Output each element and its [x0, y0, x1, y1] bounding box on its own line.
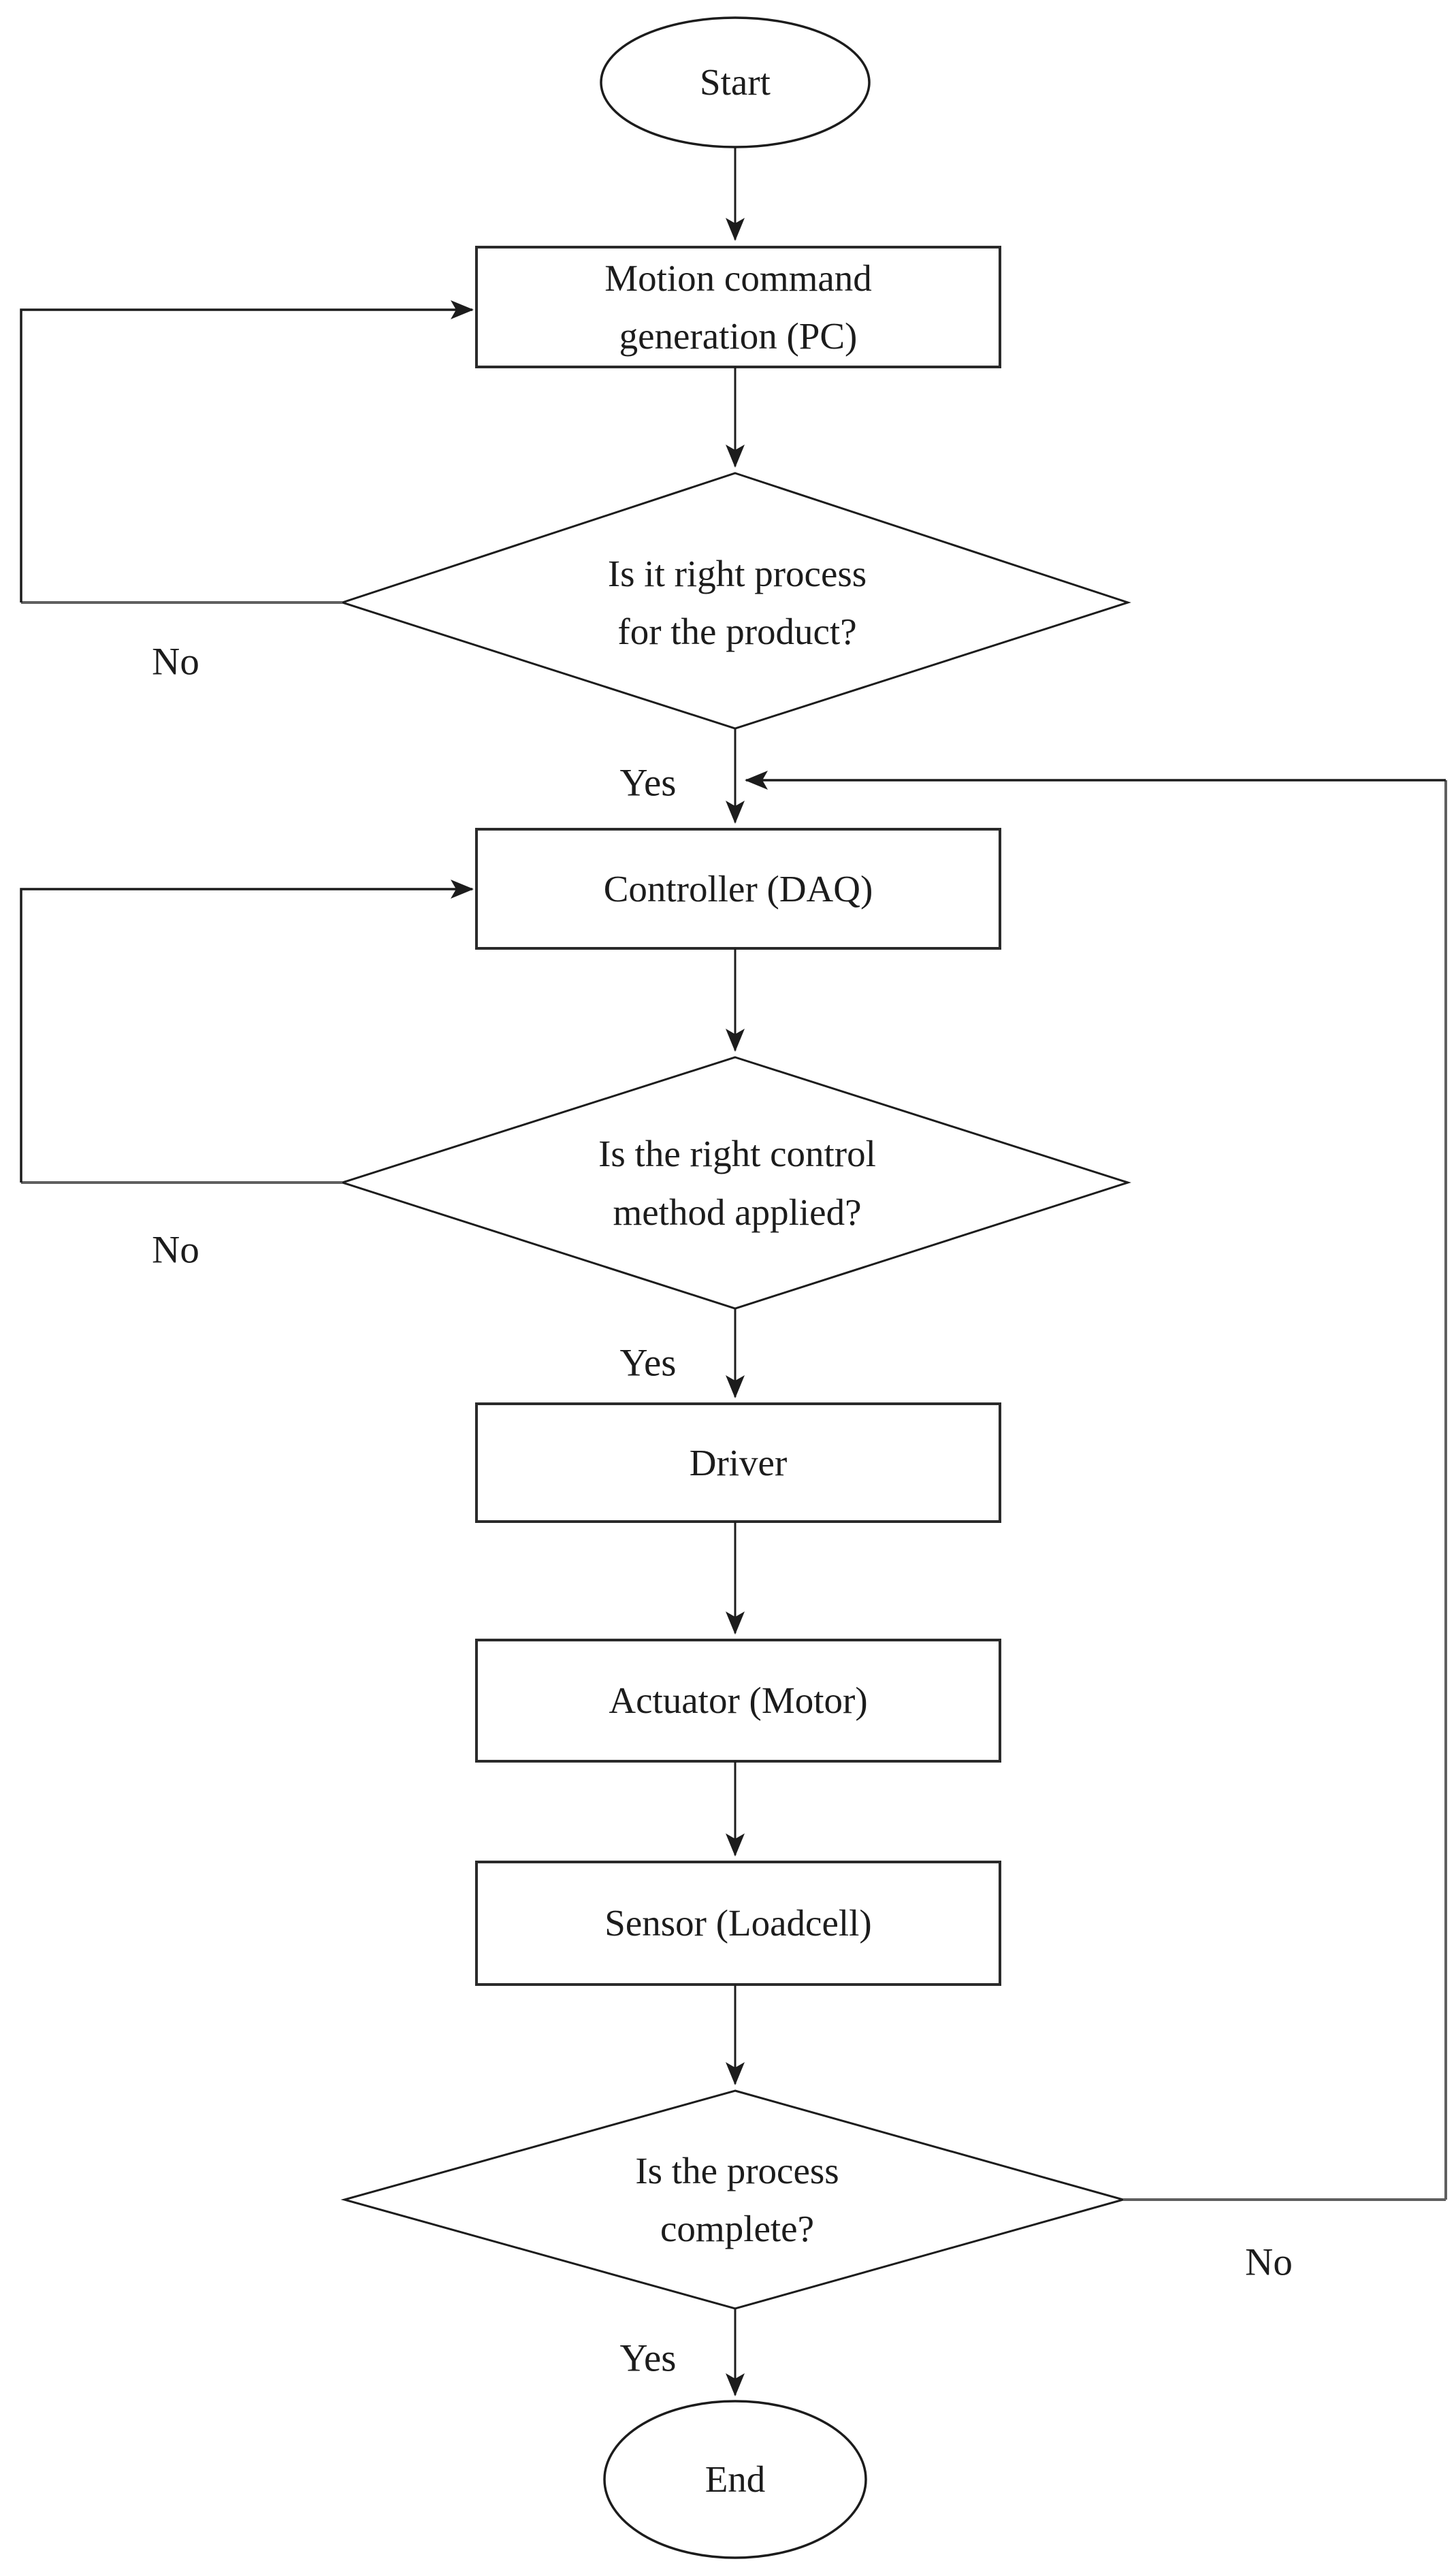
driver-label-line: Driver [689, 1441, 788, 1483]
decision2-yes-label: Yes [619, 1341, 677, 1385]
motion-command-label: Motion command generation (PC) [476, 247, 1000, 367]
actuator-box [475, 1639, 1001, 1763]
decision1-no-label: No [152, 640, 199, 684]
motion-command-label-line1: Motion command [604, 257, 872, 299]
decision2-no-loop-return-arrow [20, 880, 474, 1183]
decision2-label: Is the right control method applied? [499, 1057, 975, 1308]
controller-label: Controller (DAQ) [476, 829, 1000, 948]
decision3-label: Is the process complete? [499, 2091, 975, 2309]
motion-command-box [475, 246, 1001, 368]
actuator-label-line: Actuator (Motor) [609, 1680, 868, 1722]
decision1-label: Is it right process for the product? [499, 477, 975, 728]
controller-label-line: Controller (DAQ) [603, 867, 873, 910]
controller-box [475, 828, 1001, 950]
decision3-label-line1: Is the process [635, 2149, 839, 2191]
decision1-yes-label: Yes [619, 761, 677, 805]
end-terminator-ellipse [603, 2400, 867, 2559]
driver-label: Driver [476, 1404, 1000, 1522]
decision2-label-line1: Is the right control [598, 1133, 876, 1175]
actuator-label: Actuator (Motor) [476, 1640, 1000, 1761]
end-label: End [604, 2401, 866, 2558]
sensor-label-line: Sensor (Loadcell) [604, 1902, 872, 1944]
sensor-box [475, 1861, 1001, 1986]
driver-box [475, 1402, 1001, 1523]
decision2-no-label: No [152, 1228, 199, 1272]
decision2-label-line2: method applied? [613, 1191, 862, 1233]
decision3-label-line2: complete? [660, 2208, 814, 2249]
decision3-no-label: No [1245, 2240, 1293, 2284]
start-label-line: Start [700, 61, 771, 103]
start-label: Start [601, 18, 869, 147]
decision3-yes-label: Yes [619, 2336, 677, 2380]
decision1-no-loop-return-arrow [20, 300, 474, 603]
decision1-label-line2: for the product? [617, 611, 857, 652]
sensor-label: Sensor (Loadcell) [476, 1862, 1000, 1985]
end-label-line: End [705, 2458, 766, 2501]
decision1-label-line1: Is it right process [607, 552, 867, 594]
motion-command-label-line2: generation (PC) [619, 315, 858, 357]
